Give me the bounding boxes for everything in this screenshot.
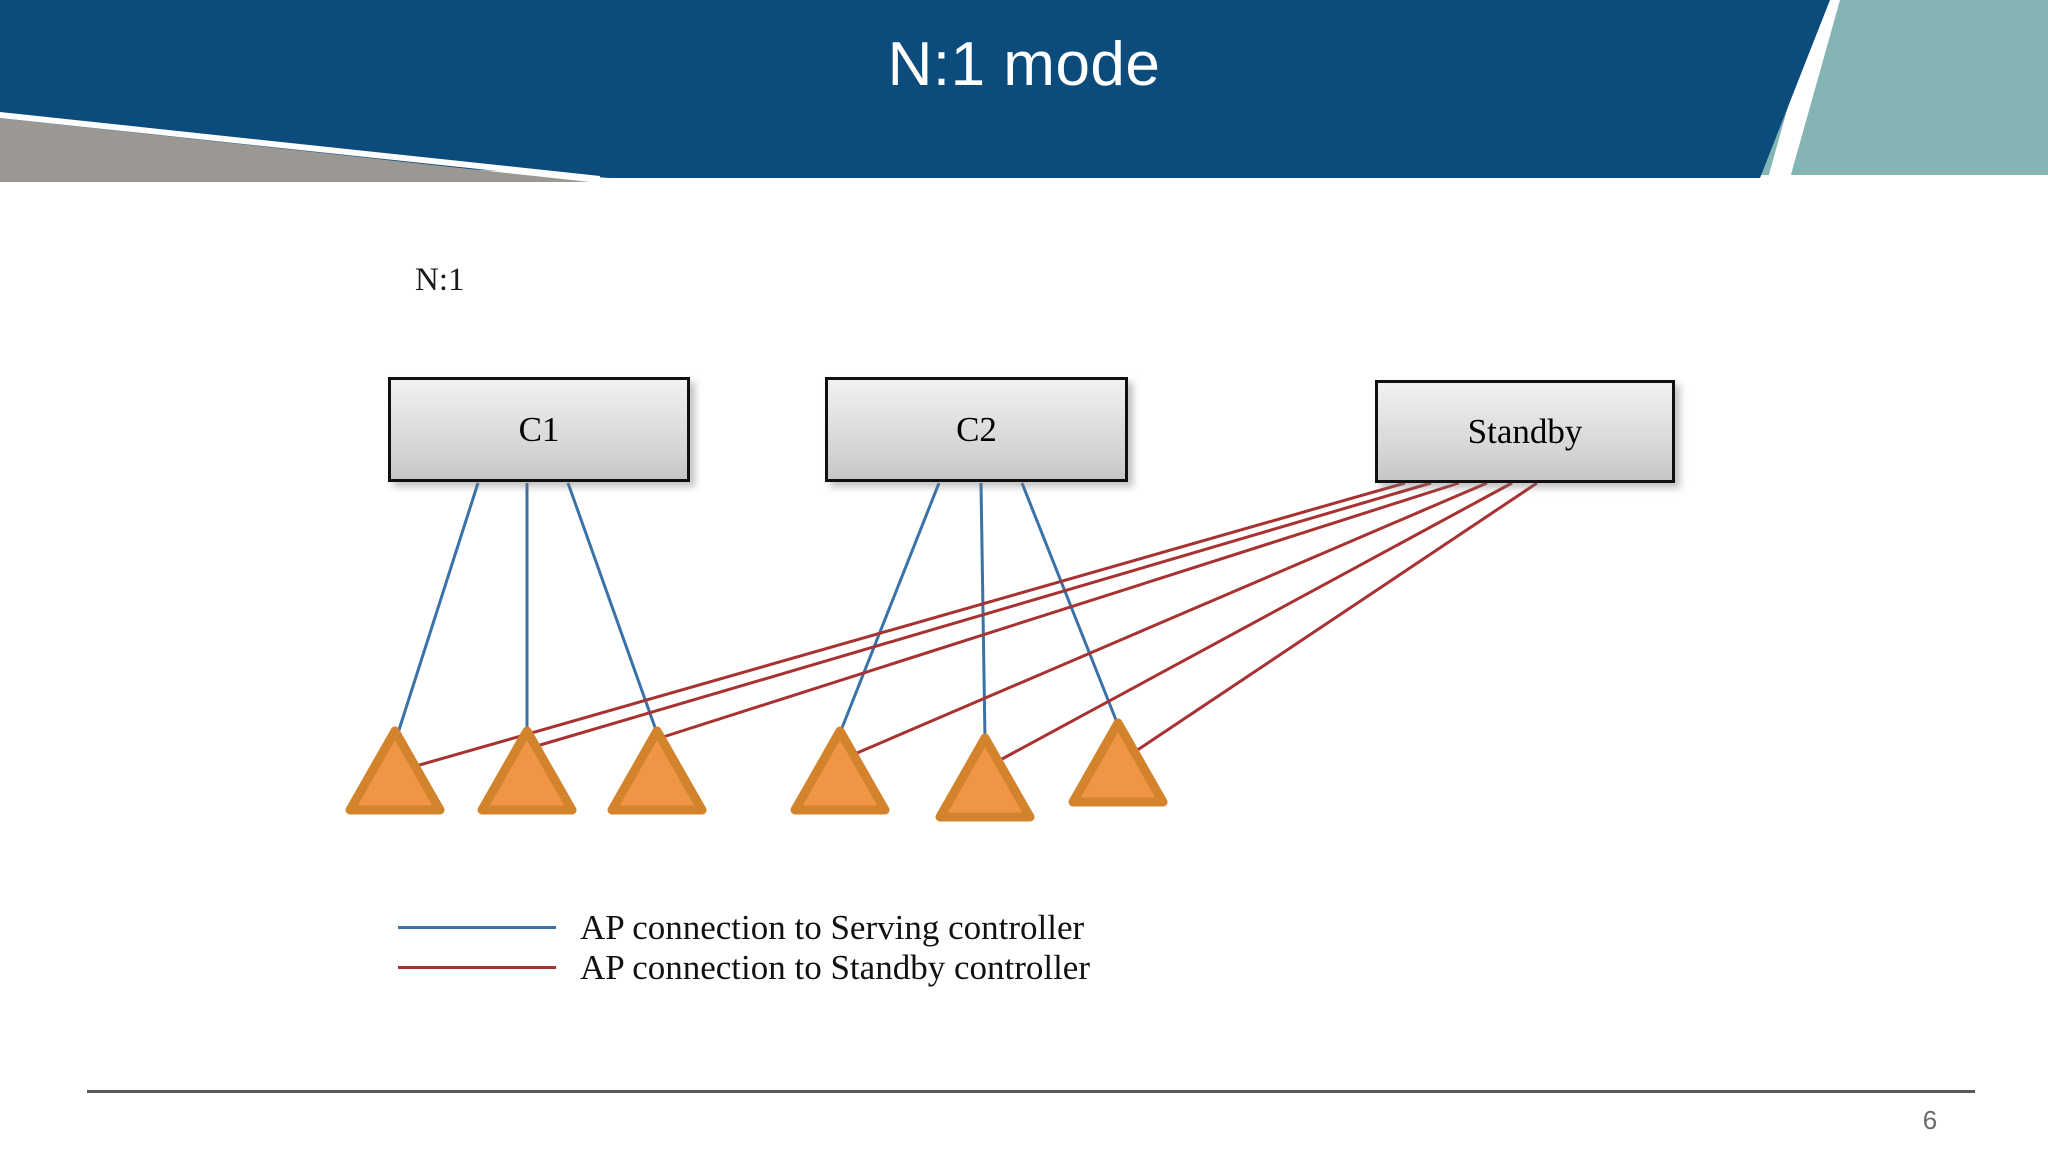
access-point-icon-ap6[interactable]: [1068, 718, 1168, 807]
slide-header-banner: N:1 mode: [0, 0, 2048, 196]
standby-link-standby-ap4: [856, 481, 1488, 755]
serving-link-c1-ap3: [566, 482, 659, 734]
access-point-icons: [345, 718, 1168, 822]
standby-connection-lines: [401, 481, 1538, 772]
access-point-icon-ap4[interactable]: [790, 726, 890, 815]
access-point-icon-ap3[interactable]: [607, 726, 707, 815]
controller-box-c1[interactable]: C1: [388, 377, 690, 482]
controller-label: Standby: [1467, 411, 1583, 451]
serving-connection-lines: [396, 482, 1120, 760]
access-point-icon-ap1[interactable]: [345, 726, 445, 815]
footer-divider: [87, 1090, 1975, 1093]
header-decoration: [0, 0, 2048, 196]
legend-item-serving: AP connection to Serving controller: [398, 910, 1084, 945]
legend-label-standby: AP connection to Standby controller: [580, 948, 1090, 987]
serving-link-c2-ap5: [979, 482, 987, 741]
legend-item-standby: AP connection to Standby controller: [398, 950, 1090, 985]
access-point-icon-ap2[interactable]: [477, 726, 577, 815]
legend-label-serving: AP connection to Serving controller: [580, 908, 1085, 947]
mode-label-n1: N:1: [415, 262, 465, 298]
header-gray-shape: [0, 118, 590, 182]
header-blue-shape: [0, 0, 1830, 178]
page-title: N:1 mode: [887, 30, 1161, 99]
legend-line-swatch-standby: [398, 966, 556, 969]
controller-box-c2[interactable]: C2: [825, 377, 1128, 482]
controller-label: C1: [518, 409, 560, 449]
standby-link-standby-ap6: [1135, 481, 1538, 753]
header-white-stripe: [1768, 0, 1840, 178]
standby-link-standby-ap2: [529, 481, 1432, 750]
page-number: 6: [1922, 1105, 1938, 1135]
header-gray-highlight: [0, 112, 600, 182]
standby-link-standby-ap1: [401, 481, 1406, 772]
access-point-icon-ap5[interactable]: [935, 733, 1035, 822]
serving-link-c1-ap1: [396, 482, 480, 734]
controller-box-standby[interactable]: Standby: [1375, 380, 1675, 483]
controller-label: C2: [956, 409, 997, 449]
serving-link-c2-ap6: [1020, 482, 1120, 726]
serving-link-c2-ap4: [838, 482, 941, 734]
legend-line-swatch-serving: [398, 926, 556, 929]
standby-link-standby-ap3: [662, 481, 1460, 739]
standby-link-standby-ap5: [1001, 481, 1513, 761]
